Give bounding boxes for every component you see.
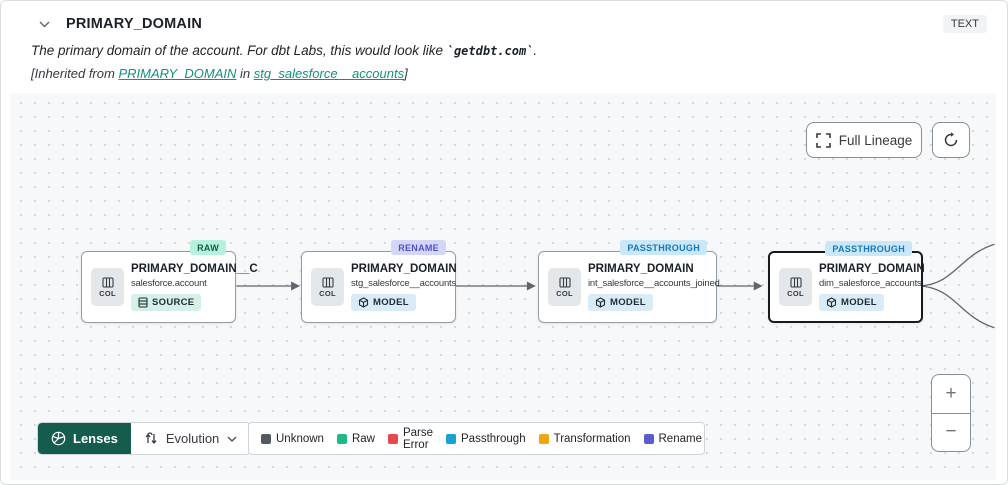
- column-chip: COL: [311, 268, 344, 306]
- column-chip: COL: [548, 268, 581, 306]
- legend-swatch-unknown: [261, 433, 271, 444]
- column-icon: [321, 276, 334, 288]
- legend-item-raw: Raw: [336, 433, 375, 445]
- legend-item-parse-error: Parse Error: [387, 427, 433, 451]
- column-icon: [101, 276, 114, 288]
- legend-item-passthrough: Passthrough: [446, 433, 526, 445]
- lineage-node-stg-salesforce-accounts[interactable]: RENAME COL PRIMARY_DOMAIN stg_salesforce…: [301, 240, 457, 323]
- zoom-controls: + −: [931, 374, 971, 452]
- full-lineage-button[interactable]: Full Lineage: [806, 122, 922, 158]
- node-column-name: PRIMARY_DOMAIN__C: [131, 263, 258, 275]
- node-resource-name: stg_salesforce__accounts: [351, 278, 457, 289]
- resource-type-badge: SOURCE: [131, 294, 202, 311]
- lineage-canvas[interactable]: Full Lineage RAW COL PRIMARY_DOMAIN__C s…: [11, 93, 996, 480]
- chevron-down-icon: [227, 436, 237, 442]
- evolution-tag: PASSTHROUGH: [620, 240, 707, 255]
- inherited-model-link[interactable]: stg_salesforce__accounts: [253, 66, 405, 81]
- lineage-node-int-salesforce-accounts-joined[interactable]: PASSTHROUGH COL PRIMARY_DOMAIN int_sales…: [538, 240, 720, 323]
- lenses-toolbar: Lenses Evolution: [37, 422, 252, 455]
- node-resource-name: dim_salesforce_accounts: [819, 278, 922, 289]
- column-icon: [789, 276, 802, 288]
- evolution-icon: [145, 432, 157, 445]
- legend-item-rename: Rename: [643, 433, 702, 445]
- column-type-badge: TEXT: [942, 15, 987, 33]
- lenses-label: Lenses: [73, 431, 118, 446]
- resource-type-badge: MODEL: [351, 294, 416, 311]
- col-chip-label: COL: [319, 288, 336, 298]
- resource-type-badge: MODEL: [819, 294, 884, 311]
- resource-type-badge: MODEL: [588, 294, 653, 311]
- col-chip-label: COL: [99, 288, 116, 298]
- legend-swatch-parse-error: [387, 433, 398, 444]
- full-lineage-label: Full Lineage: [838, 132, 913, 148]
- column-chip: COL: [91, 268, 124, 306]
- column-description: The primary domain of the account. For d…: [31, 43, 538, 58]
- node-column-name: PRIMARY_DOMAIN: [819, 263, 925, 275]
- legend-swatch-passthrough: [446, 433, 457, 444]
- column-chip: COL: [779, 268, 812, 306]
- page-title: PRIMARY_DOMAIN: [66, 16, 202, 32]
- collapse-chevron-icon[interactable]: [39, 21, 50, 28]
- source-icon: [138, 297, 148, 308]
- model-icon: [595, 297, 606, 308]
- description-code: `getdbt.com`: [446, 44, 534, 58]
- model-icon: [826, 297, 837, 308]
- lenses-button[interactable]: Lenses: [38, 423, 131, 454]
- lens-aperture-icon: [51, 431, 66, 446]
- legend-item-unknown: Unknown: [261, 433, 324, 445]
- description-text: The primary domain of the account. For d…: [31, 43, 447, 58]
- evolution-label: Evolution: [165, 431, 220, 446]
- node-resource-name: salesforce.account: [131, 278, 207, 289]
- evolution-lens-dropdown[interactable]: Evolution: [130, 423, 251, 454]
- inherited-column-link[interactable]: PRIMARY_DOMAIN: [118, 66, 237, 81]
- zoom-out-button[interactable]: −: [945, 421, 957, 443]
- expand-icon: [815, 132, 831, 148]
- col-chip-label: COL: [787, 288, 804, 298]
- node-column-name: PRIMARY_DOMAIN: [351, 263, 457, 275]
- lineage-node-dim-salesforce-accounts[interactable]: PASSTHROUGH COL PRIMARY_DOMAIN dim_sales…: [768, 241, 925, 323]
- evolution-tag: RENAME: [391, 240, 446, 255]
- col-chip-label: COL: [556, 288, 573, 298]
- legend-swatch-transformation: [538, 433, 549, 444]
- legend-swatch-rename: [643, 433, 654, 444]
- model-icon: [358, 297, 369, 308]
- refresh-icon: [944, 132, 958, 147]
- column-icon: [558, 276, 571, 288]
- evolution-legend: Unknown Raw Parse Error Passthrough Tran…: [248, 422, 705, 455]
- lineage-node-salesforce-account[interactable]: RAW COL PRIMARY_DOMAIN__C salesforce.acc…: [81, 240, 258, 323]
- refresh-button[interactable]: [932, 122, 970, 158]
- inherited-from-line: [Inherited from PRIMARY_DOMAIN in stg_sa…: [31, 66, 408, 81]
- zoom-in-button[interactable]: +: [932, 375, 970, 414]
- evolution-tag: PASSTHROUGH: [825, 241, 912, 256]
- node-column-name: PRIMARY_DOMAIN: [588, 263, 694, 275]
- header: PRIMARY_DOMAIN TEXT The primary domain o…: [1, 1, 1007, 93]
- legend-swatch-raw: [336, 433, 347, 444]
- legend-item-transformation: Transformation: [538, 433, 631, 445]
- evolution-tag: RAW: [190, 240, 226, 255]
- node-resource-name: int_salesforce__accounts_joined: [588, 278, 720, 289]
